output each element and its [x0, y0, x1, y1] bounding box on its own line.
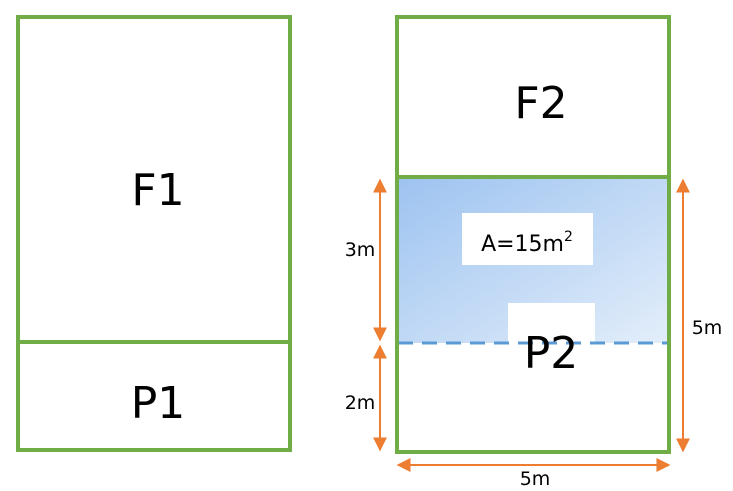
left-figure: F1 P1: [16, 15, 292, 452]
right-figure: F2 A=15m2 P2: [395, 15, 671, 454]
p2-label: P2: [524, 328, 579, 379]
dimension-labels: 3m 2m 5m 5m: [345, 239, 723, 490]
f2-label: F2: [514, 78, 567, 129]
area-label: A=15m2: [481, 229, 573, 257]
p2-label-box: [508, 303, 595, 343]
total-height-label: 5m: [692, 317, 723, 339]
p1-label: P1: [131, 378, 186, 429]
lower-height-label: 2m: [345, 392, 376, 414]
left-outer-frame: [16, 15, 292, 452]
upper-height-label: 3m: [345, 239, 376, 261]
right-outer-frame: [395, 15, 671, 454]
width-label: 5m: [520, 468, 551, 490]
dimension-arrows: [373, 178, 690, 472]
area-label-box: [462, 213, 593, 265]
f1-label: F1: [131, 165, 184, 216]
area-label-base: A=15m: [481, 232, 564, 257]
area-label-exponent: 2: [564, 229, 573, 245]
